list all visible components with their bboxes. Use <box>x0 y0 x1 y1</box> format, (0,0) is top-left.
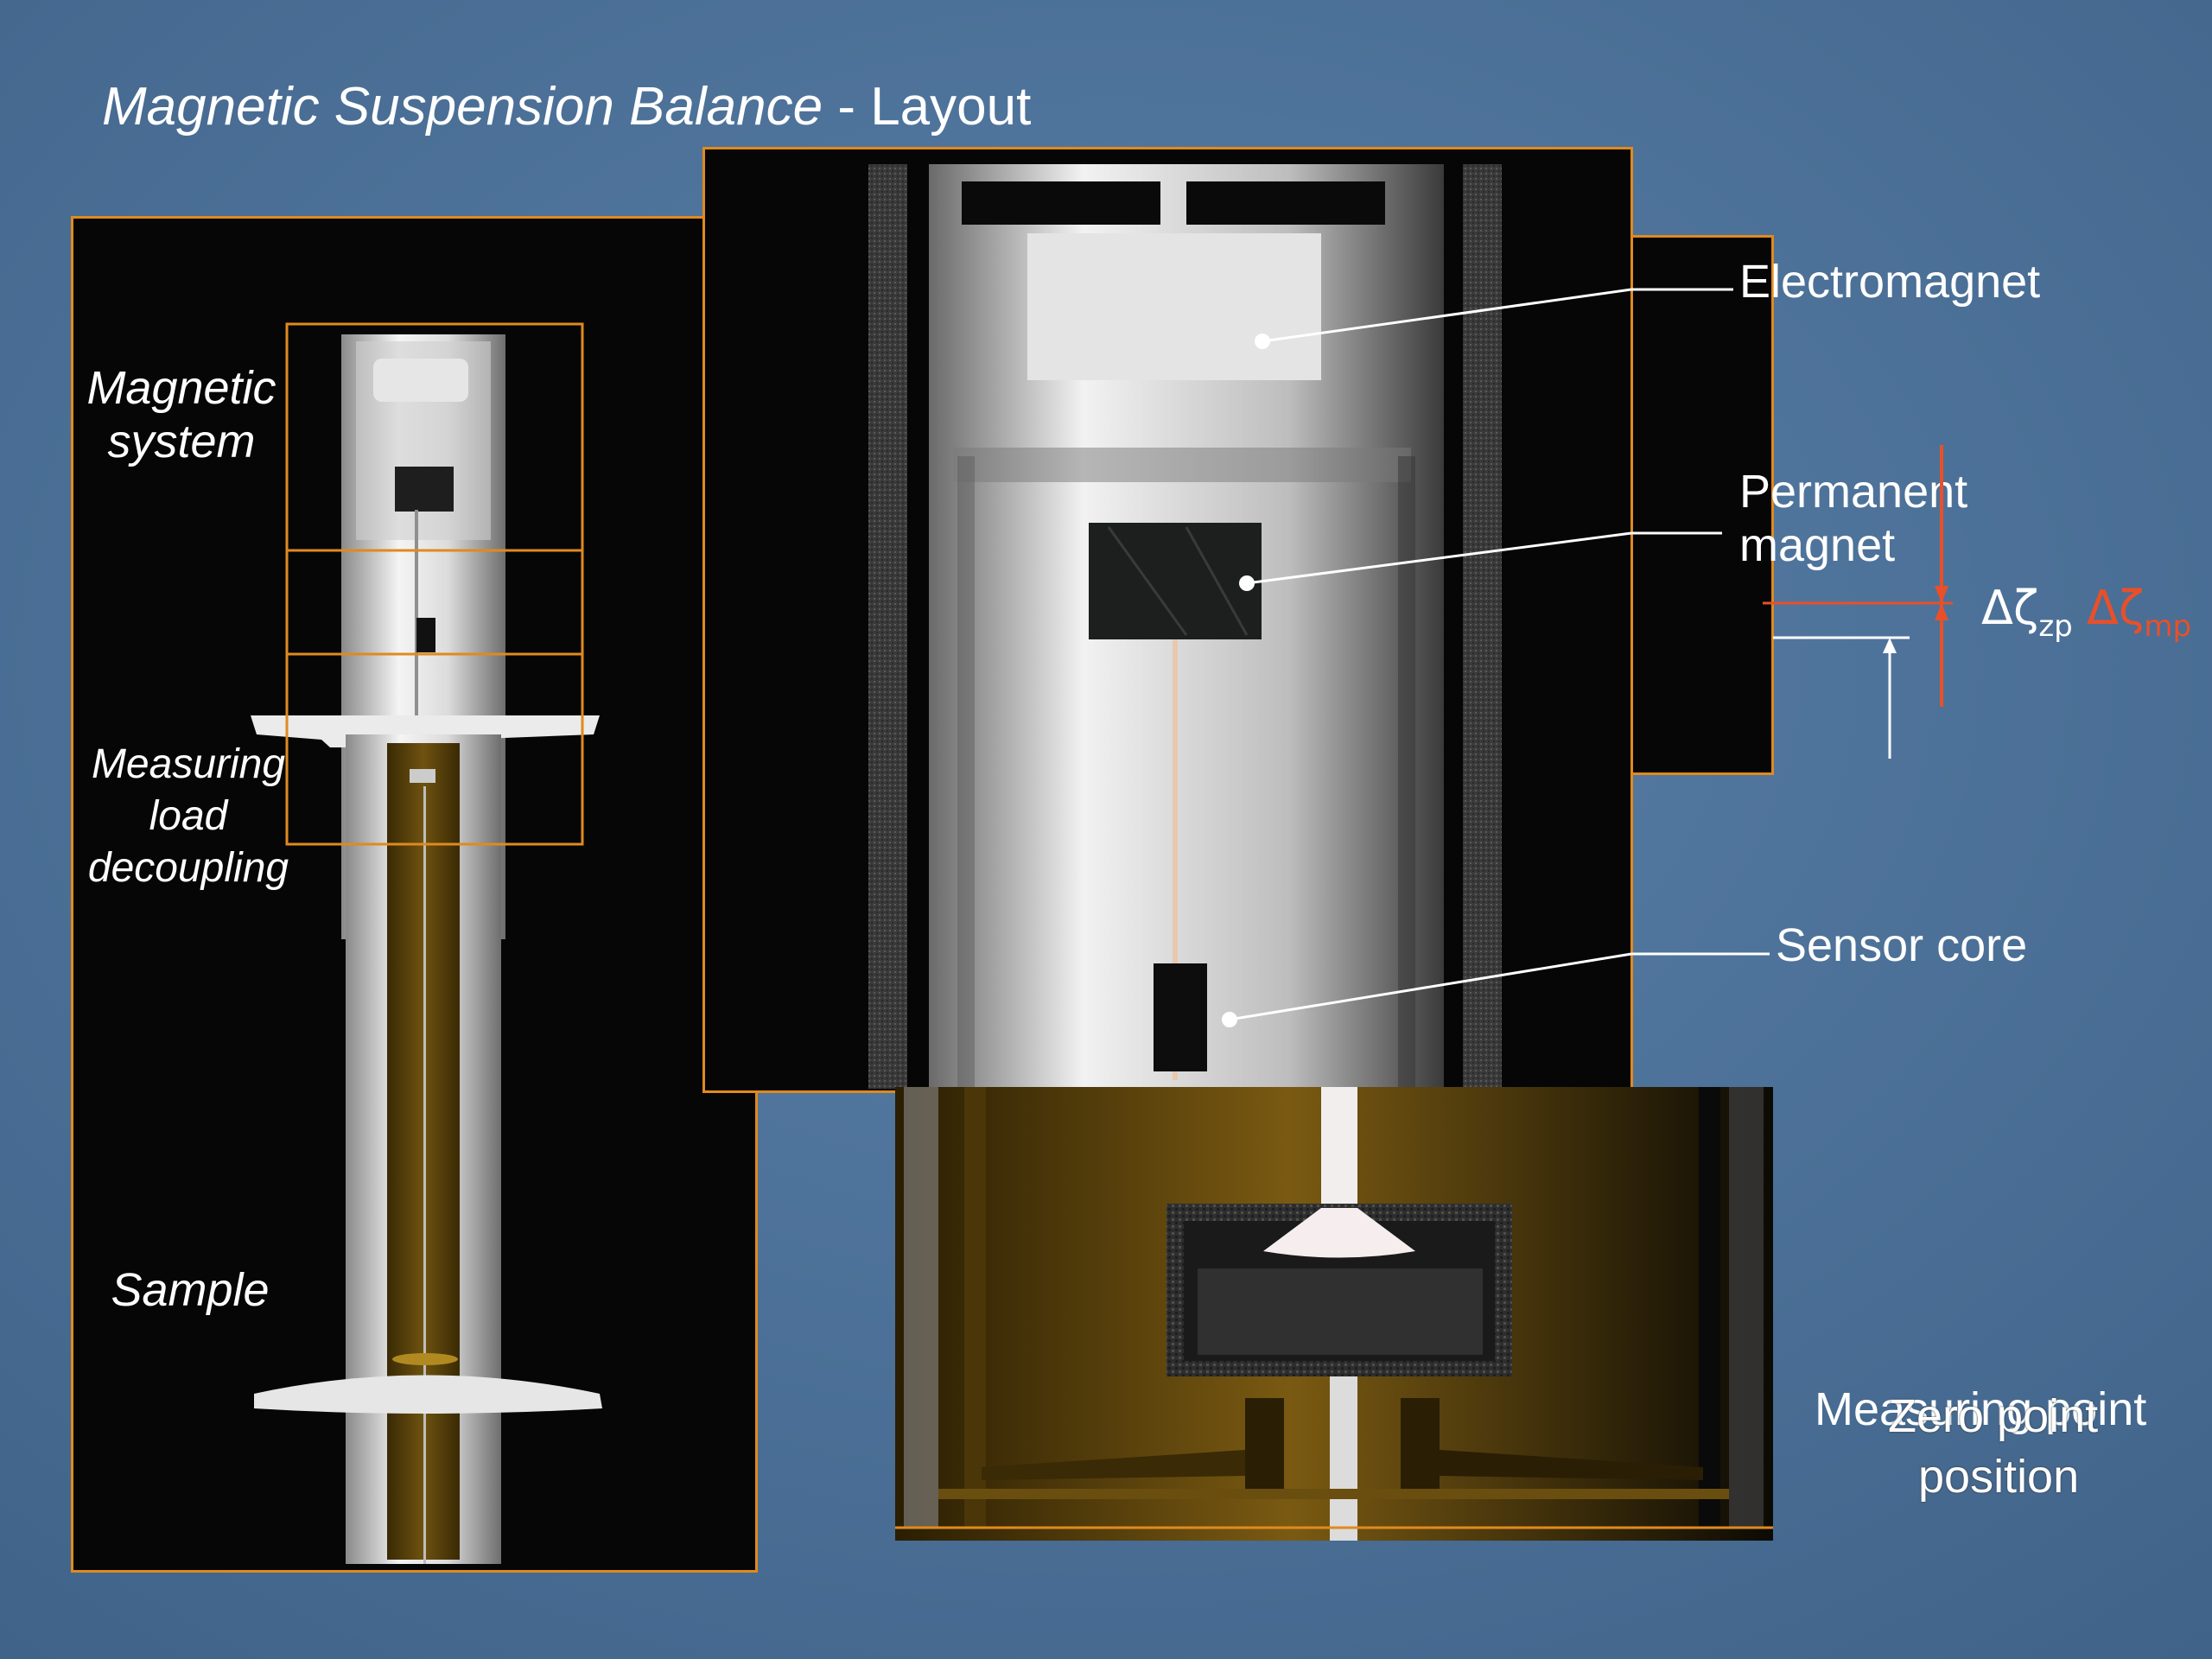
displacement-marks <box>1763 445 1953 759</box>
sensor-core <box>1154 963 1207 1071</box>
label-sample: Sample <box>111 1264 270 1316</box>
electromagnet-body <box>1027 233 1321 380</box>
outer-wall-right <box>1463 164 1502 1089</box>
flange-plate <box>251 715 600 747</box>
coupling-rod-lower <box>1330 1376 1357 1541</box>
callout-electromagnet: Electromagnet <box>1739 256 2041 308</box>
delta-zeta-zp: Δζzp <box>1981 581 2073 644</box>
lift-cone <box>1263 1208 1415 1258</box>
callout-leaders <box>1631 288 1770 956</box>
delta-zeta-mp: Δζmp <box>2087 581 2192 644</box>
base-plate <box>254 1375 602 1414</box>
label-zero-point: Zero point <box>1888 1390 2099 1442</box>
label-magnetic-system: Magnetic system <box>86 362 276 467</box>
coupling-rod-upper <box>1321 1087 1357 1208</box>
slide-title: Magnetic Suspension Balance - Layout <box>102 77 1032 137</box>
overview-illustration <box>251 322 602 1564</box>
closeup-illustration <box>868 164 1632 1089</box>
label-measuring-load-decoupling: Measuring load decoupling <box>87 741 289 891</box>
suspension-rod <box>1173 639 1178 1080</box>
outer-wall-left <box>868 164 907 1089</box>
callout-sensor-core: Sensor core <box>1776 919 2028 971</box>
decoupling-illustration <box>895 1087 1773 1541</box>
decoupling-frame <box>285 652 584 846</box>
sample-dish <box>392 1353 458 1365</box>
permanent-magnet-small <box>395 467 454 512</box>
permanent-magnet <box>1089 523 1262 639</box>
label-measuring-point: Measuring point <box>1815 1383 2147 1435</box>
callout-permanent-magnet: Permanent magnet <box>1739 466 1968 571</box>
sensor-core-small <box>416 618 435 652</box>
label-position: position <box>1918 1451 2080 1503</box>
